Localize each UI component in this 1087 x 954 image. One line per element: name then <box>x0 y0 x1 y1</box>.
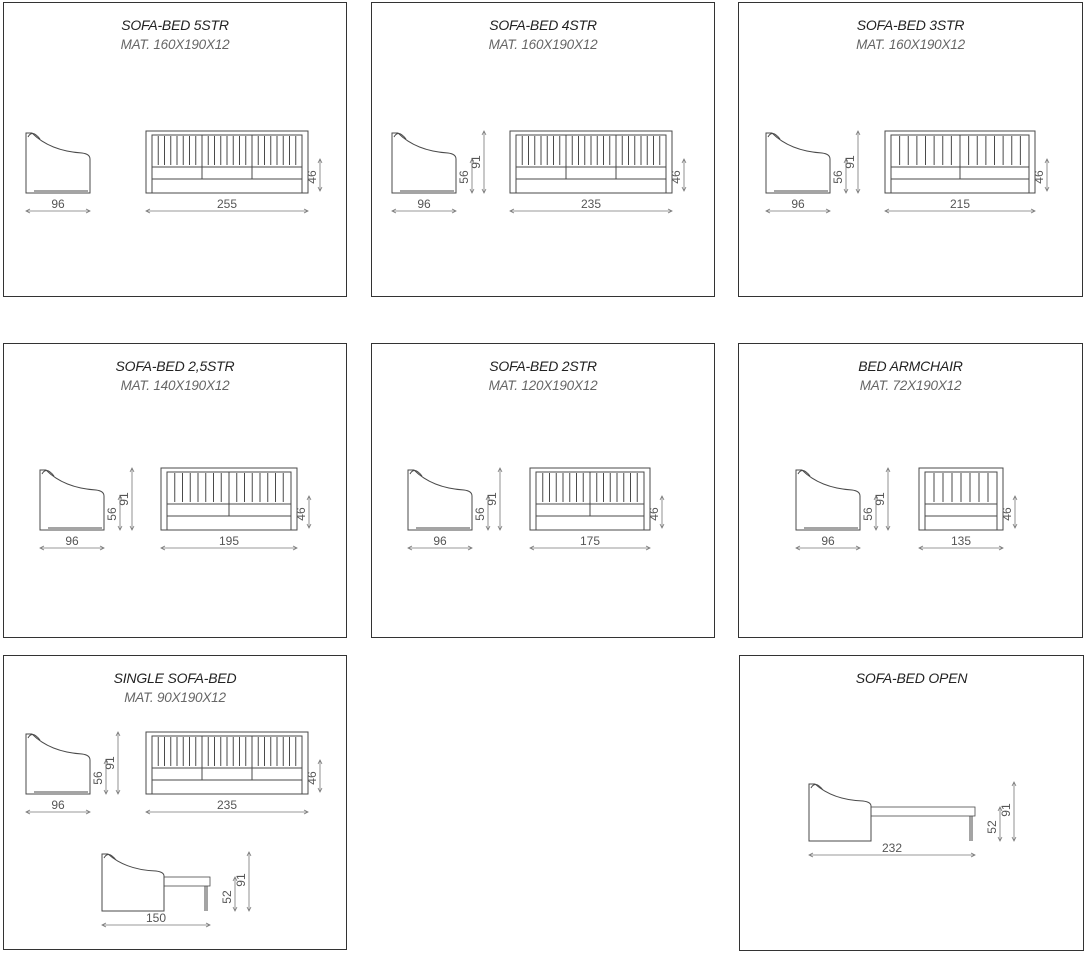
sofa-frame <box>509 130 673 194</box>
open-leg-height-label: 52 <box>220 890 234 904</box>
width-label: 215 <box>950 197 970 211</box>
drawing-single: 96 235 56 91 46 <box>25 731 323 815</box>
arm-height-label: 46 <box>305 771 319 785</box>
total-height-label: 91 <box>485 492 499 506</box>
width-label: 175 <box>580 534 600 548</box>
panel-title: SOFA-BED 4STR <box>489 17 597 33</box>
back-panel <box>924 471 998 505</box>
depth-label: 96 <box>433 534 447 548</box>
panel-sofa-bed-4str: SOFA-BED 4STR MAT. 160X190X12 96 235 56 … <box>371 2 715 297</box>
sofa-frame <box>145 731 309 795</box>
total-height-label: 91 <box>103 756 117 770</box>
arm-height-label: 46 <box>647 507 661 521</box>
depth-label: 96 <box>417 197 431 211</box>
width-label: 135 <box>951 534 971 548</box>
panel-title: SOFA-BED 2,5STR <box>115 358 235 374</box>
panel-title: SOFA-BED 3STR <box>856 17 965 33</box>
seat-height-label: 56 <box>91 771 105 785</box>
total-height-label: 91 <box>117 492 131 506</box>
open-length-label: 150 <box>146 911 166 925</box>
back-panel <box>151 134 303 168</box>
side-silhouette <box>39 469 105 531</box>
depth-label: 96 <box>51 798 65 812</box>
panel-sofa-bed-3str: SOFA-BED 3STR MAT. 160X190X12 96 215 56 … <box>738 2 1083 297</box>
seat-height-label: 56 <box>861 507 875 521</box>
side-silhouette <box>25 733 91 795</box>
panel-sofa-bed-open: SOFA-BED OPEN 232 52 91 <box>739 655 1084 951</box>
open-leg-height-label: 52 <box>985 820 999 834</box>
panel-title: SOFA-BED 2STR <box>489 358 597 374</box>
seat-height-label: 56 <box>457 170 471 184</box>
back-panel <box>890 134 1030 168</box>
back-panel <box>151 735 303 769</box>
panel-title: SOFA-BED OPEN <box>855 670 968 686</box>
width-label: 235 <box>217 798 237 812</box>
drawing-single-open: 150 52 91 <box>101 851 252 928</box>
open-total-height-label: 91 <box>999 803 1013 817</box>
drawing-2str: 96 175 56 91 46 <box>407 467 665 551</box>
side-silhouette <box>765 132 831 194</box>
seat-height-label: 56 <box>831 170 845 184</box>
seat-height-label: 56 <box>473 507 487 521</box>
open-side-silhouette <box>101 853 165 912</box>
side-silhouette <box>795 469 861 531</box>
panel-single-sofa-bed: SINGLE SOFA-BED MAT. 90X190X12 96 235 56… <box>3 655 347 950</box>
panel-mattress: MAT. 160X190X12 <box>488 37 598 52</box>
panel-sofa-bed-2str: SOFA-BED 2STR MAT. 120X190X12 96 175 56 … <box>371 343 715 638</box>
panel-mattress: MAT. 90X190X12 <box>124 690 226 705</box>
seat-cushion <box>924 503 998 517</box>
arm-height-label: 46 <box>1000 507 1014 521</box>
sofa-frame <box>529 467 651 531</box>
drawing-open: 232 52 91 <box>808 781 1017 858</box>
side-silhouette <box>407 469 473 531</box>
total-height-label: 91 <box>843 155 857 169</box>
width-label: 195 <box>219 534 239 548</box>
sofa-frame <box>884 130 1036 194</box>
open-total-height-label: 91 <box>234 873 248 887</box>
open-side-silhouette <box>808 783 872 842</box>
drawing-2-5str: 96 195 56 91 46 <box>39 467 312 551</box>
panel-mattress: MAT. 72X190X12 <box>859 378 962 393</box>
panel-mattress: MAT. 160X190X12 <box>120 37 230 52</box>
side-silhouette <box>391 132 457 194</box>
total-height-label: 91 <box>873 492 887 506</box>
arm-height-label: 46 <box>669 170 683 184</box>
arm-height-label: 46 <box>1032 170 1046 184</box>
seat-cushion <box>151 166 303 180</box>
sofa-frame <box>160 467 298 531</box>
bed-platform <box>163 876 211 887</box>
panel-sofa-bed-5str: SOFA-BED 5STR MAT. 160X190X12 96 255 46 <box>3 2 347 297</box>
depth-label: 96 <box>51 197 65 211</box>
panel-mattress: MAT. 120X190X12 <box>488 378 598 393</box>
sofa-frame <box>145 130 309 194</box>
panel-bed-armchair: BED ARMCHAIR MAT. 72X190X12 96 135 56 91… <box>738 343 1083 638</box>
panel-title: SOFA-BED 5STR <box>121 17 229 33</box>
panel-title: SINGLE SOFA-BED <box>113 670 237 686</box>
seat-cushion <box>515 166 667 180</box>
depth-label: 96 <box>65 534 79 548</box>
back-panel <box>166 471 292 505</box>
drawing-3str: 96 215 56 91 46 <box>765 130 1050 214</box>
depth-label: 96 <box>821 534 835 548</box>
arm-height-label: 46 <box>294 507 308 521</box>
total-height-label: 91 <box>469 155 483 169</box>
open-length-label: 232 <box>882 841 902 855</box>
drawing-5str: 96 255 46 <box>25 130 323 214</box>
bed-platform <box>870 806 976 817</box>
width-label: 235 <box>581 197 601 211</box>
panel-sofa-bed-2-5str: SOFA-BED 2,5STR MAT. 140X190X12 96 195 5… <box>3 343 347 638</box>
width-label: 255 <box>217 197 237 211</box>
depth-label: 96 <box>791 197 805 211</box>
back-panel <box>535 471 645 505</box>
drawing-armchair: 96 135 56 91 46 <box>795 467 1018 551</box>
arm-height-label: 46 <box>305 170 319 184</box>
panel-mattress: MAT. 160X190X12 <box>856 37 965 52</box>
side-silhouette <box>25 132 91 194</box>
panel-mattress: MAT. 140X190X12 <box>120 378 230 393</box>
drawing-4str: 96 235 56 91 46 <box>391 130 687 214</box>
panel-title: BED ARMCHAIR <box>858 358 963 374</box>
back-panel <box>515 134 667 168</box>
sofa-frame <box>918 467 1004 531</box>
seat-height-label: 56 <box>105 507 119 521</box>
